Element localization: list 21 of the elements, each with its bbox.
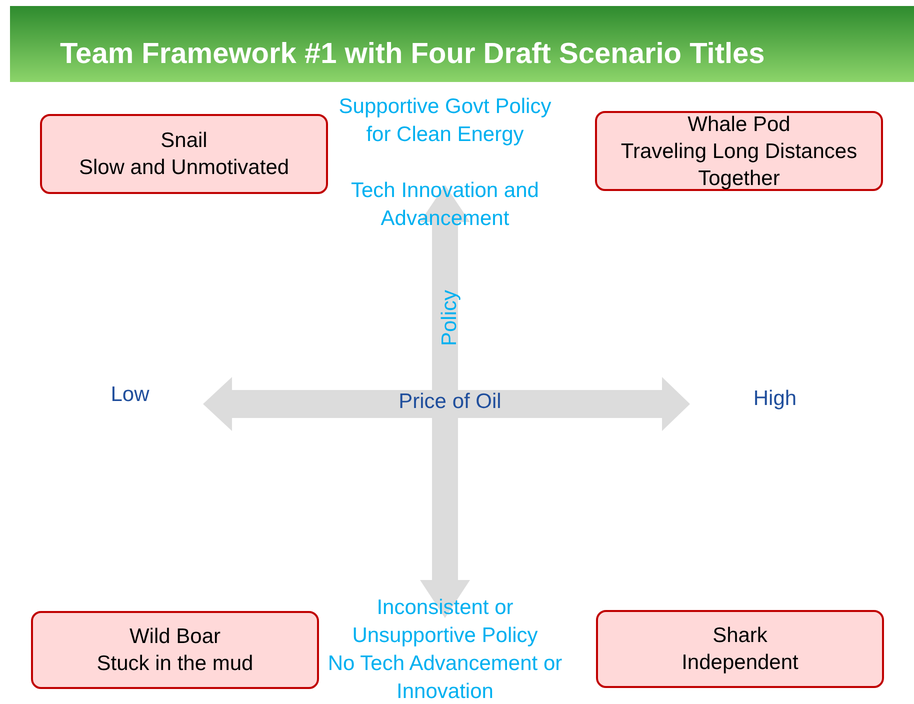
axis-end-label: No Tech Advancement or Innovation [326, 651, 564, 704]
axis-end-label: Supportive Govt Policy for Clean Energy [338, 94, 552, 148]
axis-title: Price of Oil [398, 389, 502, 415]
axis-end-label: High [752, 386, 798, 412]
axis-title: Policy [437, 288, 462, 348]
scenario-description: Slow and Unmotivated [78, 155, 290, 181]
scenario-box [596, 610, 884, 688]
scenario-description: Stuck in the mud [96, 651, 254, 677]
scenario-box [31, 611, 319, 689]
scenario-box [595, 111, 883, 191]
title: Team Framework #1 with Four Draft Scenario Titles [60, 38, 765, 71]
axis-end-label: Inconsistent or Unsupportive Policy [351, 595, 539, 649]
axis-end-label: Low [110, 382, 150, 408]
scenario-description: Independent [682, 650, 798, 676]
scenario-title: Wild Boar [129, 624, 221, 650]
axis-end-label: Tech Innovation and Advancement [350, 178, 540, 232]
scenario-description: Traveling Long Distances Together [620, 138, 858, 192]
scenario-title: Whale Pod [688, 112, 790, 138]
scenario-box [40, 114, 328, 194]
scenario-title: Shark [712, 623, 768, 649]
scenario-title: Snail [160, 128, 208, 154]
